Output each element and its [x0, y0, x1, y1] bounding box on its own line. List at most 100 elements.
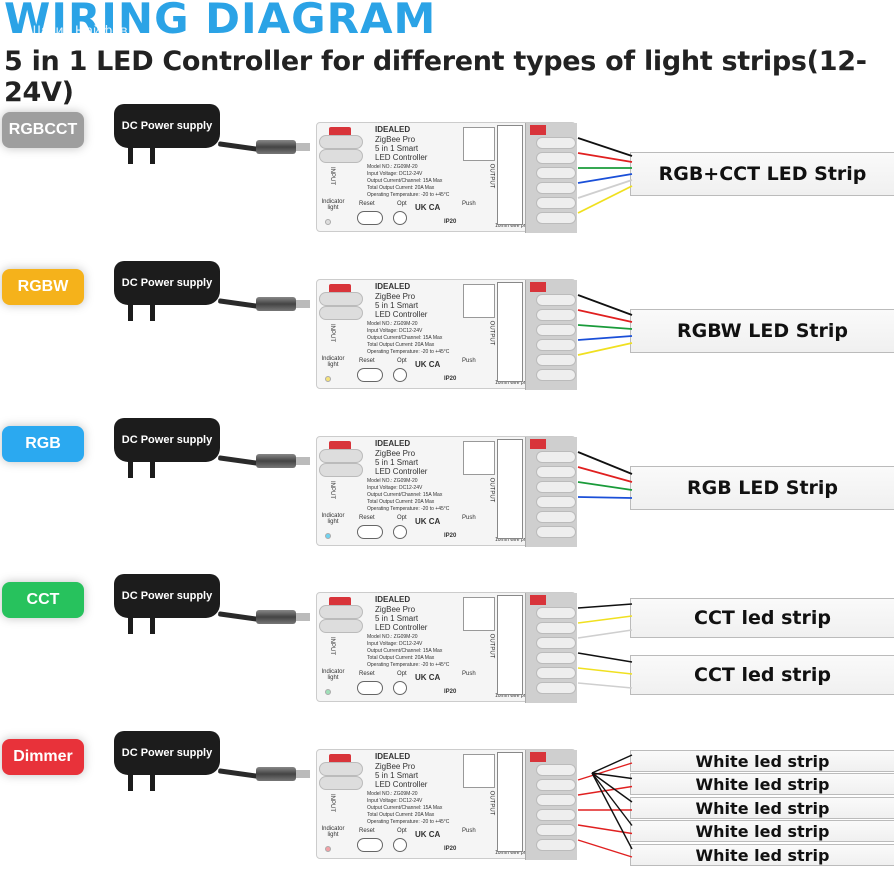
input-terminal-slot [319, 776, 363, 790]
output-terminal-slot [536, 764, 576, 776]
controller-name: 5 in 1 Smart [375, 614, 419, 623]
wire-prep-label: 10mm wire preparation [495, 537, 547, 543]
wire [577, 294, 633, 316]
input-terminal-slot [319, 306, 363, 320]
spec-total: Total Output Current: 20A Max [367, 655, 435, 661]
wire [577, 137, 633, 157]
reset-button [357, 838, 383, 852]
led-strip: White led strip [630, 797, 894, 819]
wire [577, 496, 633, 499]
mode-badge: RGBW [2, 269, 84, 305]
psu-prong [150, 146, 155, 164]
wire [577, 451, 633, 475]
push-label: Push [462, 828, 476, 834]
output-terminal-lever [530, 752, 546, 762]
spec-output: Output Current/Channel: 15A Max [367, 335, 443, 341]
output-terminal-slot [536, 637, 576, 649]
wire-prep-label: 10mm wire preparation [495, 850, 547, 856]
spec-input: Input Voltage: DC12-24V [367, 485, 423, 491]
spec-input: Input Voltage: DC12-24V [367, 328, 423, 334]
wire [577, 667, 633, 675]
controller-name: ZigBee Pro [375, 762, 416, 771]
cert-mark: UK CA [415, 673, 441, 682]
ip-rating: IP20 [444, 219, 457, 225]
psu-prong [128, 146, 133, 164]
cert-mark: UK CA [415, 360, 441, 369]
output-map-grid [497, 595, 523, 695]
spec-model: Model NO.: ZG09M-20 [367, 791, 418, 797]
wire [577, 839, 633, 858]
spec-output: Output Current/Channel: 15A Max [367, 492, 443, 498]
dc-plug-tip [296, 143, 310, 151]
led-strip: CCT led strip [630, 598, 894, 638]
mode-table [463, 754, 495, 788]
wire-prep-label: 10mm wire preparation [495, 380, 547, 386]
ip-rating: IP20 [444, 533, 457, 539]
dc-plug [256, 140, 296, 154]
output-terminal [525, 593, 577, 703]
diagram-subtitle: 5 in 1 LED Controller for different type… [4, 46, 867, 108]
controller-name: 5 in 1 Smart [375, 301, 419, 310]
output-terminal-slot [536, 309, 576, 321]
indicator-light [325, 846, 331, 852]
opt-button [393, 211, 407, 225]
mode-table [463, 127, 495, 161]
output-terminal-slot [536, 212, 576, 224]
led-strip: White led strip [630, 750, 894, 772]
wire-prep-label: 10mm wire preparation [495, 223, 547, 229]
output-terminal [525, 123, 577, 233]
reset-button [357, 525, 383, 539]
led-strip: CCT led strip [630, 655, 894, 695]
ip-rating: IP20 [444, 689, 457, 695]
output-terminal [525, 750, 577, 860]
output-terminal-slot [536, 167, 576, 179]
wire [591, 754, 633, 774]
opt-label: Opt [397, 671, 407, 677]
wire [591, 772, 633, 850]
wire [577, 615, 633, 624]
output-map-grid [497, 439, 523, 539]
opt-button [393, 368, 407, 382]
reset-button [357, 681, 383, 695]
output-terminal-slot [536, 481, 576, 493]
wire [577, 762, 633, 781]
reset-button [357, 211, 383, 225]
spec-model: Model NO.: ZG09M-20 [367, 478, 418, 484]
output-terminal-lever [530, 439, 546, 449]
mode-badge: CCT [2, 582, 84, 618]
output-terminal-lever [530, 595, 546, 605]
mode-table [463, 284, 495, 318]
wire [577, 185, 633, 214]
spec-input: Input Voltage: DC12-24V [367, 798, 423, 804]
spec-total: Total Output Current: 20A Max [367, 499, 435, 505]
wire [577, 603, 633, 609]
opt-label: Opt [397, 201, 407, 207]
indicator-light [325, 689, 331, 695]
led-strip: RGB LED Strip [630, 466, 894, 510]
wire [577, 682, 633, 689]
dc-plug-tip [296, 457, 310, 465]
dc-plug-tip [296, 300, 310, 308]
output-terminal-slot [536, 682, 576, 694]
controller-name: 5 in 1 Smart [375, 458, 419, 467]
wire [591, 772, 633, 780]
wire [577, 652, 633, 663]
wire [577, 179, 633, 199]
controller-name: 5 in 1 Smart [375, 144, 419, 153]
opt-button [393, 681, 407, 695]
input-terminal [319, 127, 363, 163]
spec-total: Total Output Current: 20A Max [367, 812, 435, 818]
indicator-light [325, 219, 331, 225]
wire [577, 173, 633, 184]
dc-plug [256, 767, 296, 781]
output-terminal-slot [536, 652, 576, 664]
indicator-label: Indicator light [321, 356, 345, 368]
output-terminal-slot [536, 839, 576, 851]
mode-badge: RGBCCT [2, 112, 84, 148]
dc-plug [256, 297, 296, 311]
indicator-label: Indicator light [321, 826, 345, 838]
power-supply: DC Power supply [114, 574, 220, 618]
